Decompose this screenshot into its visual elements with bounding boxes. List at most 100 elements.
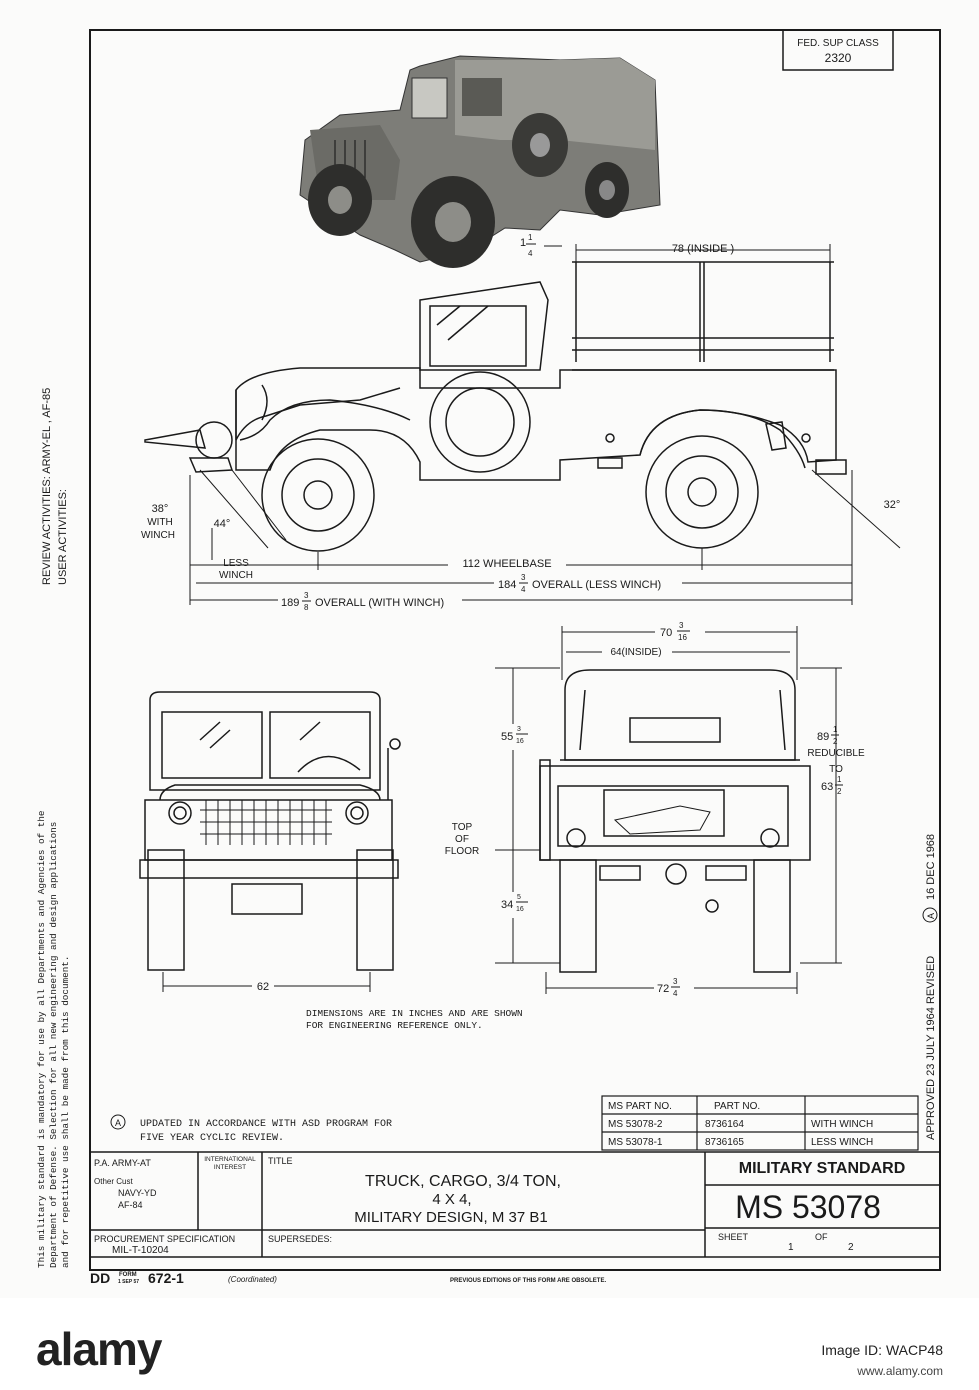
- dimensions-note-2: FOR ENGINEERING REFERENCE ONLY.: [306, 1020, 483, 1031]
- title-label: TITLE: [268, 1156, 293, 1166]
- dimensions-note-1: DIMENSIONS ARE IN INCHES AND ARE SHOWN: [306, 1008, 523, 1019]
- angle-38-with: WITH: [147, 517, 173, 528]
- svg-text:2: 2: [833, 737, 838, 746]
- updated-note: A UPDATED IN ACCORDANCE WITH ASD PROGRAM…: [110, 1114, 392, 1144]
- standard-label: MILITARY STANDARD: [739, 1160, 906, 1177]
- svg-text:63: 63: [821, 781, 833, 793]
- table-row-1-part: 8736164: [705, 1119, 744, 1130]
- sheet-value: 1: [788, 1242, 794, 1253]
- svg-text:1: 1: [528, 233, 533, 242]
- mandatory-line-2: Department of Defense. Selection for all…: [48, 822, 59, 1268]
- form-number: 672-1: [148, 1270, 184, 1286]
- procurement-value: MIL-T-10204: [112, 1245, 169, 1256]
- parts-header-ms: MS PART NO.: [608, 1101, 672, 1112]
- revised-date: 16 DEC 1968: [925, 834, 937, 900]
- title-line-3: MILITARY DESIGN, M 37 B1: [354, 1209, 547, 1226]
- dim-height-63: 63 1 2: [821, 775, 843, 796]
- svg-text:34: 34: [501, 899, 513, 911]
- side-dimensions: [189, 244, 901, 605]
- front-view: [139, 691, 401, 971]
- table-row-1-desc: WITH WINCH: [811, 1119, 873, 1130]
- obsolete-note: PREVIOUS EDITIONS OF THIS FORM ARE OBSOL…: [450, 1278, 606, 1284]
- svg-text:1: 1: [520, 237, 526, 249]
- top-of-floor-1: TOP: [452, 822, 473, 833]
- procurement-label: PROCUREMENT SPECIFICATION: [94, 1234, 235, 1244]
- svg-text:189: 189: [281, 597, 299, 609]
- top-of-floor-2: OF: [455, 834, 469, 845]
- svg-text:3: 3: [304, 591, 309, 600]
- angle-44-winch: WINCH: [219, 570, 253, 581]
- dim-track-62: 62: [257, 981, 269, 993]
- angle-38-winch: WINCH: [141, 530, 175, 541]
- svg-text:16: 16: [516, 906, 524, 913]
- svg-text:16: 16: [678, 633, 687, 642]
- of-value: 2: [848, 1242, 854, 1253]
- dim-height-55: 55 3 16: [500, 724, 532, 750]
- review-activities: REVIEW ACTIVITIES: ARMY-EL , AF-85: [41, 388, 53, 585]
- dim-height-34: 34 5 16: [500, 892, 532, 918]
- angle-44: 44°: [214, 518, 231, 530]
- dim-78-inside: 78 (INSIDE ): [672, 243, 734, 255]
- drawing-sheet: FED. SUP CLASS 2320: [36, 29, 941, 1286]
- svg-text:1: 1: [833, 725, 838, 734]
- dim-64-inside: 64(INSIDE): [610, 647, 661, 658]
- svg-text:OVERALL (LESS WINCH): OVERALL (LESS WINCH): [532, 579, 661, 591]
- image-id: Image ID: WACP48: [821, 1342, 943, 1358]
- dim-1-quarter: 1 1 4: [520, 233, 536, 258]
- supersedes-label: SUPERSEDES:: [268, 1234, 332, 1244]
- side-view: [144, 261, 847, 552]
- intl-label-2: INTEREST: [214, 1164, 246, 1171]
- svg-text:OVERALL (WITH WINCH): OVERALL (WITH WINCH): [315, 597, 444, 609]
- form-dd: DD: [90, 1270, 110, 1286]
- table-row-1-ms: MS 53078-2: [608, 1119, 663, 1130]
- alamy-logo: alamy: [36, 1323, 162, 1375]
- rear-view: [539, 669, 811, 973]
- svg-text:5: 5: [517, 894, 521, 901]
- svg-text:3: 3: [673, 977, 678, 986]
- title-block: P.A. ARMY-AT Other Cust NAVY-YD AF-84 IN…: [90, 1151, 940, 1258]
- svg-text:4: 4: [528, 249, 533, 258]
- table-row-2-ms: MS 53078-1: [608, 1137, 663, 1148]
- fed-sup-class-box: FED. SUP CLASS 2320: [782, 29, 894, 71]
- angle-32: 32°: [884, 499, 901, 511]
- other-cust-2: AF-84: [118, 1200, 143, 1210]
- updated-note-line-2: FIVE YEAR CYCLIC REVIEW.: [140, 1133, 284, 1144]
- other-cust-1: NAVY-YD: [118, 1188, 157, 1198]
- approved-text: APPROVED 23 JULY 1964 REVISED: [925, 956, 937, 1140]
- user-activities: USER ACTIVITIES:: [57, 489, 69, 585]
- engineering-drawing: FED. SUP CLASS 2320: [36, 29, 941, 1286]
- dim-overall-with-winch: 189 3 8 OVERALL (WITH WINCH): [278, 591, 462, 612]
- pa-label: P.A. ARMY-AT: [94, 1158, 151, 1168]
- svg-text:89: 89: [817, 731, 829, 743]
- of-label: OF: [815, 1232, 828, 1242]
- svg-text:8: 8: [304, 603, 309, 612]
- approval-stamp: APPROVED 23 JULY 1964 REVISED A 16 DEC 1…: [922, 834, 938, 1140]
- svg-text:4: 4: [521, 585, 526, 594]
- revised-marker: A: [926, 913, 936, 919]
- form-word: FORM: [119, 1272, 137, 1278]
- svg-text:70: 70: [660, 627, 672, 639]
- form-date: 1 SEP 57: [118, 1279, 139, 1285]
- dim-to: TO: [829, 764, 843, 775]
- dim-width-70: 70 3 16: [655, 618, 705, 642]
- fed-sup-class-value: 2320: [825, 51, 852, 65]
- svg-text:72: 72: [657, 983, 669, 995]
- top-of-floor-3: FLOOR: [445, 846, 479, 857]
- form-footer: DD FORM 1 SEP 57 672-1 (Coordinated) PRE…: [90, 1270, 606, 1286]
- fed-sup-class-label: FED. SUP CLASS: [797, 38, 879, 49]
- truck-photo: [294, 40, 664, 272]
- other-cust-label: Other Cust: [94, 1177, 133, 1186]
- sheet-border: [89, 29, 941, 1271]
- svg-text:3: 3: [679, 621, 684, 630]
- mandatory-line-3: and for repetitive use shall be made fro…: [60, 956, 71, 1268]
- svg-text:2: 2: [837, 787, 842, 796]
- svg-text:184: 184: [498, 579, 516, 591]
- svg-text:3: 3: [521, 573, 526, 582]
- parts-table: MS PART NO. PART NO. MS 53078-2 8736164 …: [601, 1095, 919, 1151]
- svg-text:16: 16: [516, 738, 524, 745]
- site-url: www.alamy.com: [857, 1364, 943, 1378]
- mandatory-line-1: This military standard is mandatory for …: [36, 811, 47, 1268]
- intl-label-1: INTERNATIONAL: [204, 1156, 256, 1163]
- svg-text:A: A: [115, 1118, 121, 1128]
- form-coordinated: (Coordinated): [228, 1275, 277, 1284]
